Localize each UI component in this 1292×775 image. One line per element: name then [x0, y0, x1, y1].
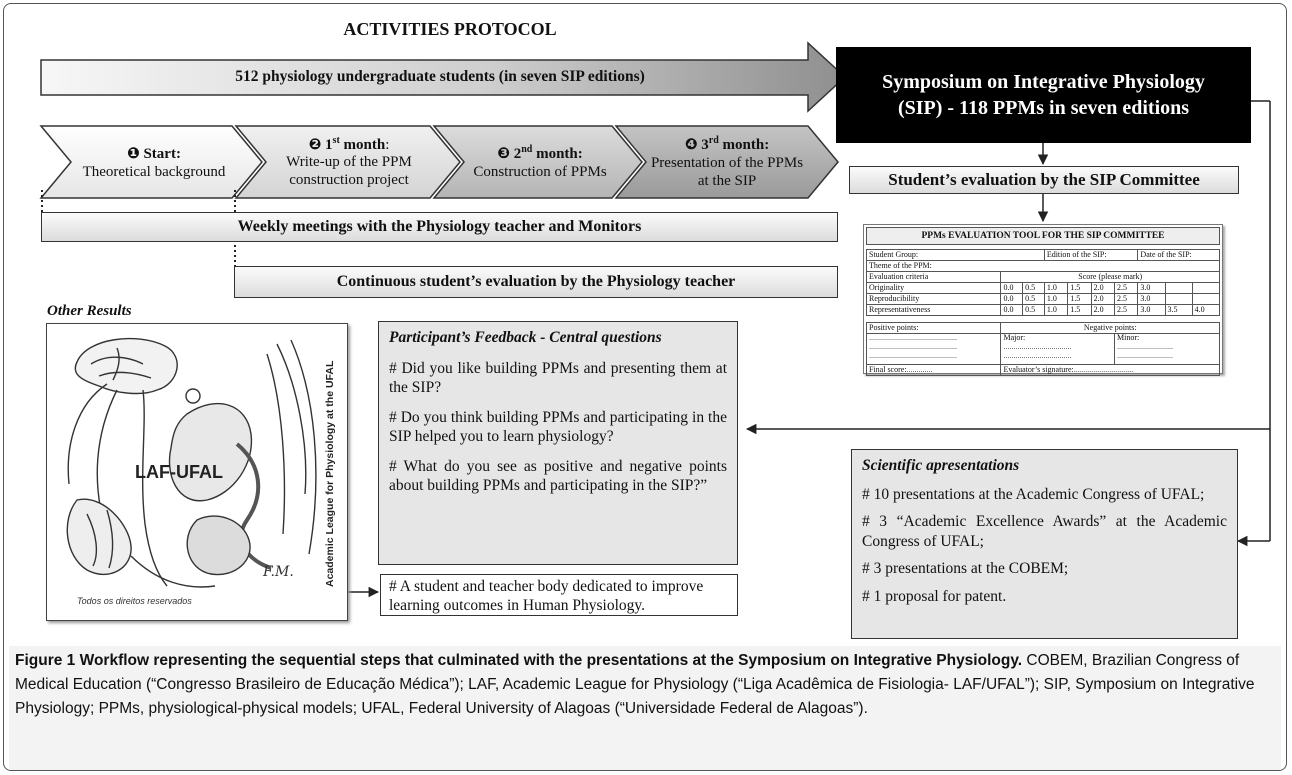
step-chevron-2 [234, 125, 461, 199]
anatomy-illustration: F.M. [66, 337, 317, 588]
feedback-question-1: # Did you like building PPMs and present… [389, 360, 727, 397]
figure-caption-text: COBEM, Brazilian Congress of Medical Edu… [15, 652, 1255, 718]
step-4-number: ❹ [684, 134, 698, 153]
step-4-label: ❹ 3rd month: Presentation of the PPMs at… [646, 128, 808, 196]
weekly-meetings-bar: Weekly meetings with the Physiology teac… [41, 212, 838, 242]
scientific-item-4: # 1 proposal for patent. [862, 587, 1007, 605]
criteria-header: Evaluation criteria [865, 271, 1002, 283]
evaluator-signature-label: Evaluator’s signature:..................… [1000, 364, 1220, 376]
negative-points-label: Negative points: [1000, 322, 1220, 334]
step-3-number: ❸ [497, 143, 510, 162]
step-2-desc: Write-up of the PPM construction project [286, 154, 412, 188]
students-banner-text: 512 physiology undergraduate students (i… [235, 68, 645, 85]
scientific-title: Scientific apresentations [862, 457, 1020, 474]
step-1-desc: Theoretical background [82, 163, 226, 180]
protocol-title: ACTIVITIES PROTOCOL [343, 18, 557, 39]
sip-box: Symposium on Integrative Physiology (SIP… [836, 47, 1251, 143]
evaluation-tool-title: PPMs EVALUATION TOOL FOR THE SIP COMMITT… [866, 227, 1220, 245]
figure-frame [3, 3, 1287, 771]
step-1-label: ❶ Start: Theoretical background [82, 143, 226, 180]
scientific-item-2: # 3 “Academic Excellence Awards” at the … [862, 513, 1227, 550]
step-chevron-1 [39, 125, 263, 199]
step-chevron-3 [432, 125, 643, 199]
committee-evaluation-box: Student’s evaluation by the SIP Committe… [849, 166, 1239, 194]
participant-feedback-box: Participant’s Feedback - Central questio… [378, 321, 738, 565]
students-banner-arrow [40, 41, 847, 113]
edition-field: Edition of the SIP: [1043, 249, 1139, 261]
laf-statement-box: # A student and teacher body dedicated t… [380, 574, 738, 616]
figure-caption: Figure 1 Workflow representing the seque… [9, 646, 1281, 770]
step-1-number: ❶ [127, 143, 140, 162]
scientific-item-3: # 3 presentations at the COBEM; [862, 560, 1069, 578]
step-2-label: ❷ 1st month: Write-up of the PPM constru… [268, 128, 430, 196]
student-group-field: Student Group: [866, 249, 1045, 261]
continuous-evaluation-bar: Continuous student’s evaluation by the P… [234, 266, 838, 298]
laf-ufal-rights-text: Todos os direitos reservados [77, 596, 192, 606]
evaluation-tool-table: PPMs EVALUATION TOOL FOR THE SIP COMMITT… [865, 227, 1221, 376]
figure-caption-title: Figure 1 Workflow representing the seque… [15, 652, 1023, 669]
laf-ufal-side-text: Academic League for Physiology at the UF… [324, 360, 336, 588]
minor-label: Minor: [1116, 333, 1140, 342]
positive-points-label: Positive points: [865, 322, 1002, 334]
feedback-title: Participant’s Feedback - Central questio… [389, 329, 662, 346]
final-score-label: Final score:............. [865, 364, 1002, 376]
step-4-desc: Presentation of the PPMs at the SIP [650, 154, 804, 189]
other-results-label: Other Results [47, 303, 132, 319]
scientific-presentations-box: Scientific apresentations # 10 presentat… [851, 449, 1238, 639]
date-field: Date of the SIP: [1137, 249, 1220, 261]
svg-text:F.M.: F.M. [262, 564, 294, 580]
scientific-item-1: # 10 presentations at the Academic Congr… [862, 486, 1205, 503]
step-3-label: ❸ 2nd month: Construction of PPMs [473, 143, 607, 180]
feedback-question-3: # What do you see as positive and negati… [389, 457, 727, 494]
feedback-question-2: # Do you think building PPMs and partici… [389, 408, 727, 446]
step-3-desc: Construction of PPMs [473, 163, 607, 180]
step-2-number: ❷ [308, 135, 322, 154]
step-chevron-4 [614, 125, 839, 199]
score-header: Score (please mark) [1000, 271, 1220, 283]
major-label: Major: [1003, 333, 1026, 342]
theme-field: Theme of the PPM: [866, 260, 1220, 272]
laf-ufal-logo-text: LAF-UFAL [135, 462, 223, 482]
laf-ufal-logo: F.M. LAF-UFAL Academic League for Physio… [46, 323, 348, 621]
evaluation-tool-form: PPMs EVALUATION TOOL FOR THE SIP COMMITT… [863, 224, 1223, 376]
